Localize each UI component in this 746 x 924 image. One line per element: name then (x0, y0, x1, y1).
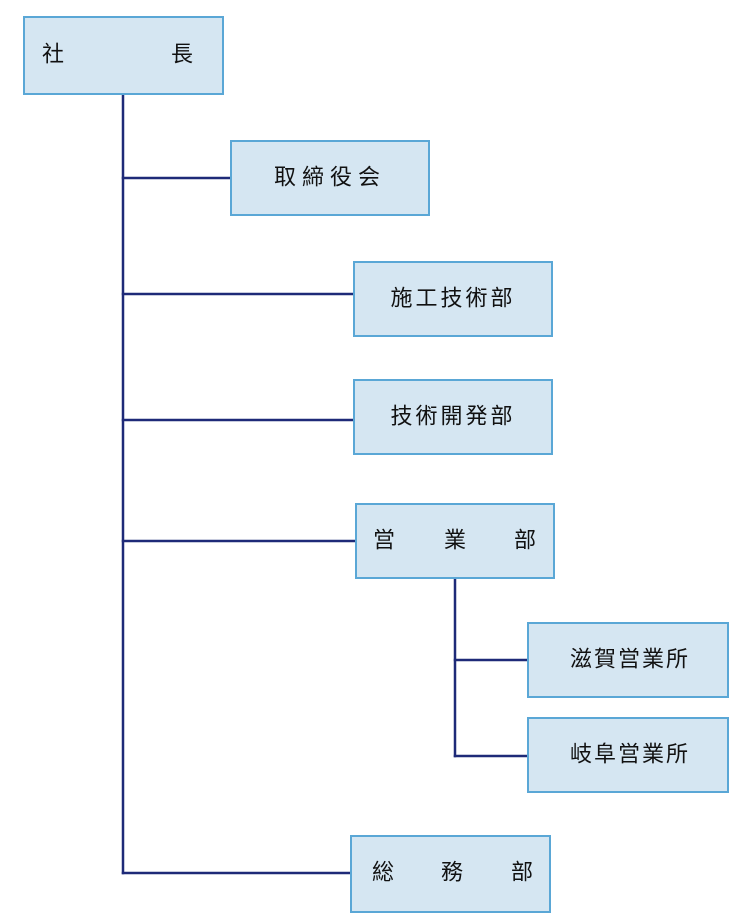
node-sales-char-3: 部 (514, 529, 536, 554)
node-sales-char-2: 業 (444, 529, 466, 554)
node-shiga-branch-label: 滋賀営業所 (570, 648, 690, 673)
node-construction: 施工技術部 (353, 261, 553, 337)
node-construction-label: 施工技術部 (390, 287, 515, 312)
node-president-box (23, 16, 224, 95)
node-board-label: 取締役会 (274, 166, 386, 191)
node-shiga-branch: 滋賀営業所 (527, 622, 729, 698)
node-gifu-branch-box (527, 717, 729, 793)
node-sales: 営 業 部 (355, 503, 555, 579)
node-board-box (230, 140, 430, 216)
node-general-affairs-char-1: 総 (372, 861, 394, 886)
node-general-affairs: 総 務 部 (350, 835, 551, 913)
node-shiga-branch-box (527, 622, 729, 698)
node-development-box (353, 379, 553, 455)
node-president-char-2: 長 (171, 43, 193, 68)
connectors (121, 92, 530, 875)
node-president-char-1: 社 (42, 43, 64, 68)
node-board: 取締役会 (230, 140, 430, 216)
node-gifu-branch: 岐阜営業所 (527, 717, 729, 793)
node-sales-char-1: 営 (373, 529, 395, 554)
node-general-affairs-box (350, 835, 551, 913)
node-general-affairs-char-3: 部 (511, 861, 533, 886)
node-development-label: 技術開発部 (390, 405, 515, 430)
node-development: 技術開発部 (353, 379, 553, 455)
node-president: 社 長 (23, 16, 224, 95)
node-sales-box (355, 503, 555, 579)
node-construction-box (353, 261, 553, 337)
node-general-affairs-char-2: 務 (441, 861, 463, 886)
node-gifu-branch-label: 岐阜営業所 (570, 743, 690, 768)
